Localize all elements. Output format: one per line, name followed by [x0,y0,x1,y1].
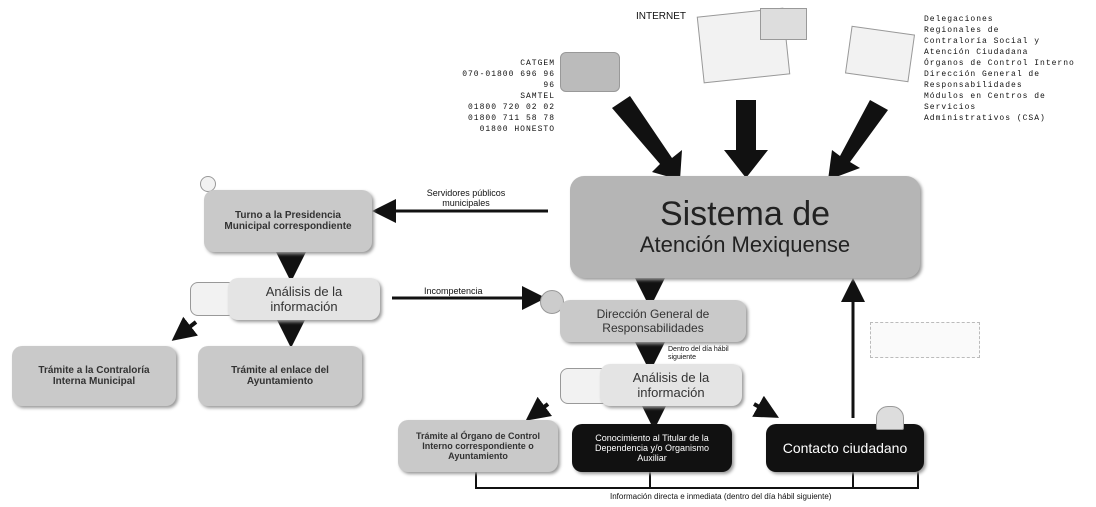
sistema-atencion-box: Sistema de Atención Mexiquense [570,176,920,278]
monitor-icon [760,8,807,40]
inbound-arrow-left [612,96,682,180]
sistema-subtitle: Atención Mexiquense [639,232,851,257]
tramite-enlace-box: Trámite al enlace del Ayuntamiento [198,346,362,406]
faded-document-icon [870,322,980,358]
internet-label: INTERNET [636,11,686,22]
contacto-box: Contacto ciudadano [766,424,924,472]
phone-line: 01800 711 58 78 [467,114,555,123]
delegation-line: Contraloría Social y [924,37,1041,46]
incompetencia-label: Incompetencia [424,286,483,296]
delegation-line: Dirección General de [924,70,1041,79]
delegation-line: Atención Ciudadana [924,48,1029,57]
direccion-box: Dirección General de Responsabilidades [560,300,746,342]
delegation-line: Módulos en Centros de [924,92,1046,101]
delegation-line: Delegaciones [924,15,994,24]
phone-contacts: CATGEM 070-01800 696 96 96 SAMTEL 01800 … [450,58,555,135]
arrow-center-left [525,396,552,421]
person-icon [876,406,904,430]
phone-line: 070-01800 696 96 96 [462,70,555,90]
arrow-analysis-left [171,316,198,341]
phone-line: 01800 720 02 02 [467,103,555,112]
dentro-note: Dentro del día hábil siguiente [668,346,729,361]
phone-line: 01800 HONESTO [479,125,555,134]
delegation-line: Órganos de Control Interno [924,59,1075,68]
conocimiento-box: Conocimiento al Titular de la Dependenci… [572,424,732,472]
delegation-line: Regionales de [924,26,1000,35]
delegation-line: Responsabilidades [924,81,1023,90]
inbound-arrow-center [724,100,768,178]
bottom-note: Información directa e inmediata (dentro … [610,492,832,501]
turno-box: Turno a la Presidencia Municipal corresp… [204,190,372,252]
inbound-arrow-right [828,100,888,180]
telephone-icon [560,52,620,92]
phone-line: CATGEM [520,59,555,68]
servidores-label: Servidores públicos municipales [426,188,506,208]
delegation-line: Administrativos (CSA) [924,114,1046,123]
sistema-title: Sistema de [659,195,831,233]
analisis-center-box: Análisis de la información [600,364,742,406]
delegation-line: Servicios [924,103,977,112]
arrow-center-right [752,395,779,418]
delegations-list: Delegaciones Regionales de Contraloría S… [924,14,1094,124]
tramite-organo-box: Trámite al Órgano de Control Interno cor… [398,420,558,472]
phone-line: SAMTEL [520,92,555,101]
analisis-left-box: Análisis de la información [228,278,380,320]
bottom-bracket [475,470,919,489]
tramite-contraloria-box: Trámite a la Contraloría Interna Municip… [12,346,176,406]
